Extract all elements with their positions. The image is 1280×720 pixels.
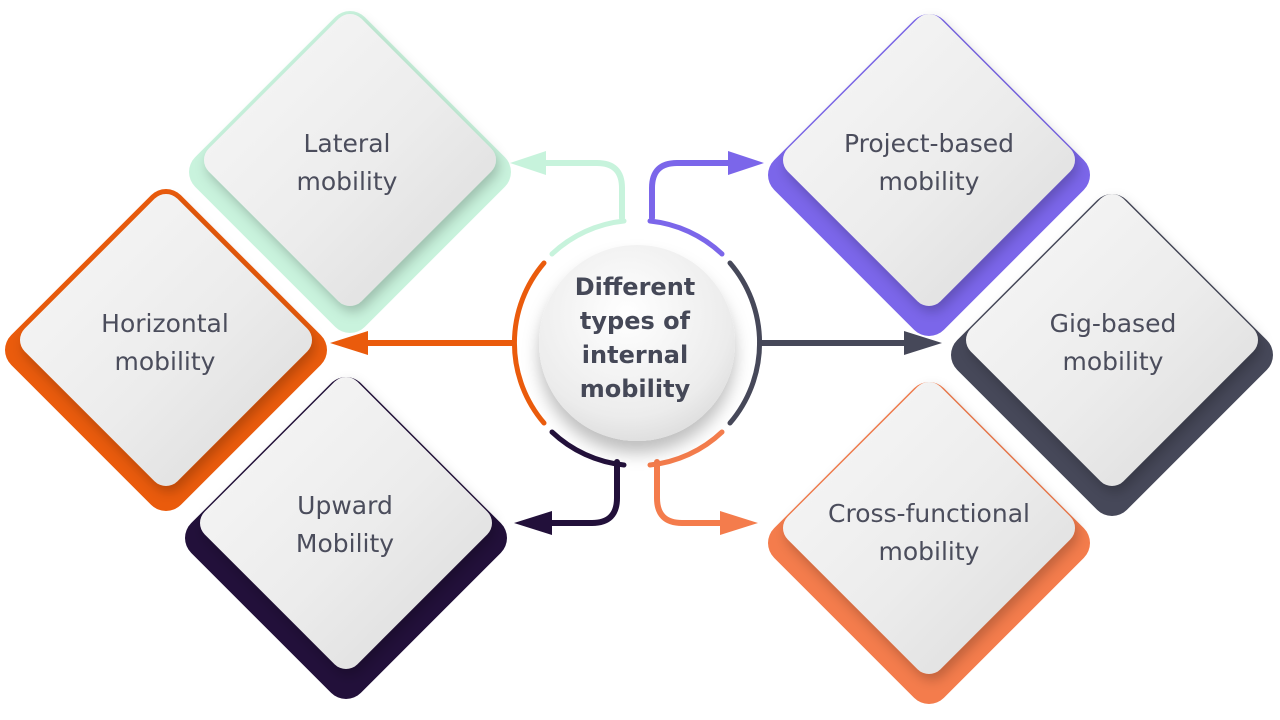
ring-segment-project-based: [647, 218, 725, 257]
project-based-card: [783, 14, 1075, 306]
node-gig-based: [951, 194, 1273, 516]
node-upward: [185, 377, 507, 699]
label-gig-based: Gig-based mobility: [1049, 309, 1177, 376]
arrowhead-horizontal: [330, 331, 368, 355]
label-lateral: Lateral mobility: [296, 129, 398, 196]
ring-segment-upward: [549, 429, 627, 468]
ring-segment-gig-based: [727, 260, 762, 426]
ring-segment-horizontal: [512, 260, 547, 426]
center-hub: [512, 218, 762, 468]
arrowhead-cross-functional: [720, 511, 758, 535]
cross-functional-card: [783, 382, 1075, 674]
gig-based-card: [966, 194, 1258, 486]
node-project-based: [768, 14, 1090, 336]
connectors: [330, 151, 942, 535]
ring-segment-lateral: [549, 218, 627, 257]
label-horizontal: Horizontal mobility: [101, 309, 229, 376]
center-title: Different types of internal mobility: [574, 273, 696, 403]
arrowhead-lateral: [510, 151, 546, 175]
connector-project-based: [649, 160, 735, 221]
horizontal-card: [20, 194, 312, 486]
center-circle: [539, 245, 735, 441]
label-upward: Upward Mobility: [295, 491, 395, 558]
connector-cross-functional: [654, 459, 725, 526]
label-cross-functional: Cross-functional mobility: [828, 499, 1030, 566]
connector-upward: [547, 459, 620, 526]
arrowhead-gig-based: [904, 331, 942, 355]
node-cross-functional: [768, 382, 1090, 704]
connector-lateral: [537, 160, 625, 221]
arrowhead-upward: [514, 511, 552, 535]
label-project-based: Project-based mobility: [843, 129, 1015, 196]
arrowhead-project-based: [728, 151, 764, 175]
node-lateral: [189, 11, 511, 333]
ring-segment-cross-functional: [647, 429, 725, 468]
upward-card: [200, 377, 492, 669]
lateral-card: [204, 14, 496, 306]
node-horizontal: [5, 189, 327, 511]
